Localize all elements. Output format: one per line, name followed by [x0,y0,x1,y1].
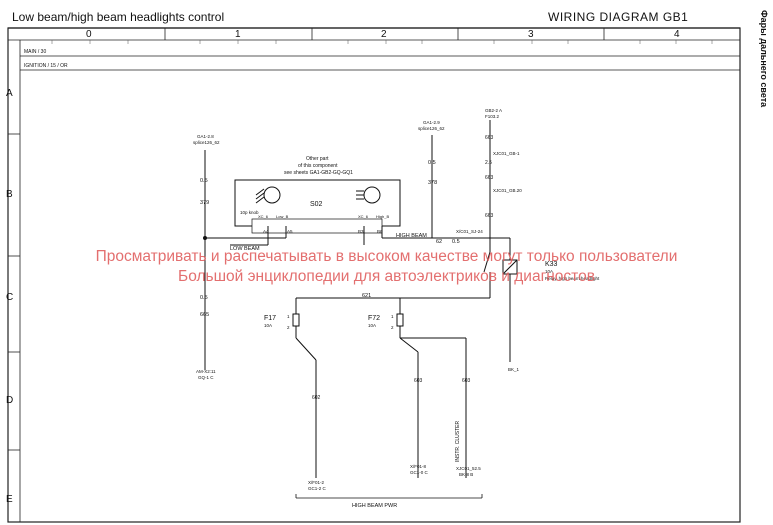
wire-602-bend [295,337,317,361]
instr-cluster-label: INSTR. CLUSTER [455,420,461,462]
left-dest-1: AM-X2:11 [196,369,216,374]
low-beam-lamp-icon [263,186,281,204]
wire-603-number: 603 [414,378,423,384]
relay-k33-label: K33 [545,261,558,268]
row-label-e: E [6,494,13,505]
s02-pin-2: Low_B [276,214,289,219]
high-beam-lamp-symbol [356,186,381,204]
right-seg-1: 663 [485,135,494,141]
side-title: Фары дальнего света [759,10,769,108]
s02-pin-3: XC_6 [358,214,369,219]
right-seg-3: 663 [485,175,494,181]
right-conn-2: XJC01_GB.20 [493,188,522,193]
right-source-1: GB2-2 A [485,108,502,113]
left-seg-2: 379 [200,200,209,206]
left-dest-2: GQ-1 C [198,375,214,380]
column-label-0: 0 [86,29,92,40]
bus-621-label: 621 [362,293,371,299]
column-label-1: 1 [235,29,241,40]
wire-602-dest-1: X/F01-2 [308,480,325,485]
low-beam-label: LOW BEAM [230,246,260,252]
watermark-line-2: Большой энциклопедии для автоэлектриков … [178,268,595,285]
center-source-1: GA1-2.9 [423,120,440,125]
wire-602-number: 602 [312,395,321,401]
fuse-f72-icon [396,313,404,327]
fuse-f17-pin-1: 1 [287,314,290,319]
left-seg-4: 665 [200,312,209,318]
s02-inner-label: 10p knob [240,210,259,215]
s02-note-2: of this component [298,163,338,169]
sheet-title: Low beam/high beam headlights control [12,10,225,24]
low-beam-lamp-symbol [255,186,281,204]
center-junction-b: 0.5 [452,239,460,245]
low-beam-ray [255,188,265,196]
left-source-2: splice126_62 [193,140,220,145]
fuse-f72-pin-2: 2 [391,325,394,330]
wire-603b-dest-1: XJC01_52.5 [456,466,481,471]
s02-term-label-a4: A4 [263,229,269,234]
wire-602-dest-2: GC1-2 C [308,486,327,491]
s02-term-label-b3: B3 [358,229,364,234]
right-conn-1: XJC01_GB-1 [493,151,520,156]
low-beam-ray [255,192,265,200]
high-beam-pwr-label: HIGH BEAM PWR [352,503,397,509]
low-beam-ray [255,196,265,204]
fuse-f72-label: F72 [368,315,380,322]
rail-main-label: MAIN / 30 [24,49,47,55]
rail-ignition-label: IGNITION / 15 / OR [24,63,68,69]
high-beam-label: HIGH BEAM [396,233,427,239]
s02-pin-4: High_B [376,214,389,219]
column-label-4: 4 [674,29,680,40]
column-label-3: 3 [528,29,534,40]
fuse-f72-pin-1: 1 [391,314,394,319]
row-label-c: C [6,292,14,303]
left-seg-3: 0.5 [200,295,208,301]
watermark-line-1: Просматривать и распечатывать в высоком … [95,248,678,265]
s02-pin-1: XC_6 [258,214,269,219]
right-seg-4: 663 [485,213,494,219]
wire-603-dest-2: GC1-0 C [410,470,429,475]
row-label-a: A [6,88,13,99]
row-label-b: B [6,189,13,200]
relay-k33-desc: Relay, high beam headlight [545,276,600,281]
center-seg-2: 378 [428,180,437,186]
diagram-id: WIRING DIAGRAM GB1 [548,10,689,24]
s02-label: S02 [310,201,323,208]
fuse-f17-icon [292,313,300,327]
column-label-2: 2 [381,29,387,40]
right-source-2: F103.2 [485,114,500,119]
right-ground: BK_1 [508,367,520,372]
high-beam-lamp-icon [363,186,381,204]
wire-603b-number: 603 [462,378,471,384]
s02-note-1: Other part [306,156,329,162]
fuse-f17-pin-2: 2 [287,325,290,330]
left-seg-1: 0.5 [200,178,208,184]
fuse-f72-branch-a [399,337,419,353]
relay-k33-amp: 10A [545,269,553,274]
center-seg-1: 0.5 [428,160,436,166]
wire-603-dest-1: X/F01-8 [410,464,427,469]
s02-term-label-a5: A5 [287,229,293,234]
s02-term-label-b6: B6 [377,229,383,234]
right-seg-2: 2.5 [485,160,492,166]
s02-note-3: see sheets GA1-GB2-GQ-GQ1 [284,170,353,176]
right-conn-3: X/C01_SJ-24 [456,229,483,234]
splice-dot [203,236,207,240]
center-source-2: splice126_62 [418,126,445,131]
fuse-f17-amp: 10A [264,323,272,328]
relay-coil-diag [502,259,518,275]
row-label-d: D [6,395,14,406]
fuse-f17-label: F17 [264,315,276,322]
fuse-f72-amp: 10A [368,323,376,328]
left-source-1: GA1-2.8 [197,134,214,139]
center-junction: 62 [436,239,442,245]
relay-switch-arm [483,251,491,273]
wire-603b-dest-2: BK-8 B [459,472,473,477]
